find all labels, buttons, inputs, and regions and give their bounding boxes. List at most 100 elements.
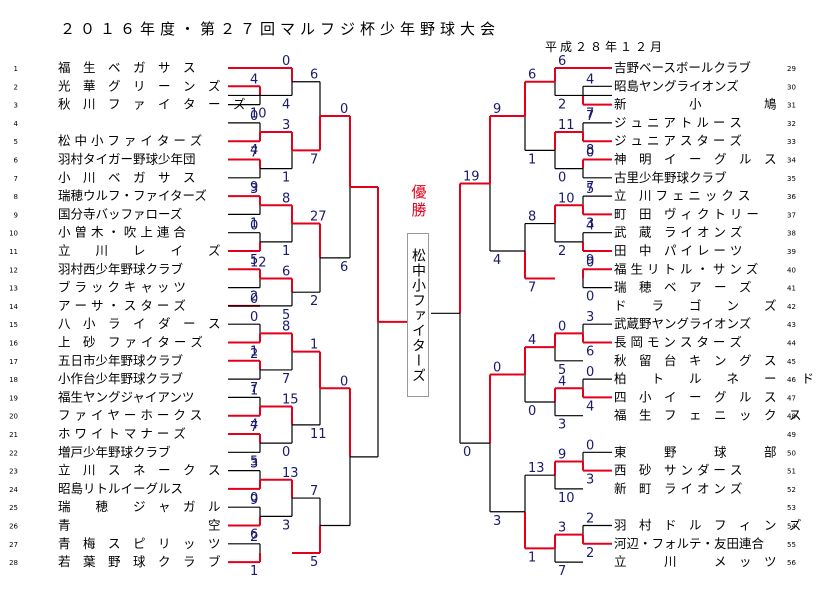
score: 6 — [310, 68, 318, 83]
score: 0 — [586, 146, 594, 161]
team-number: 39 — [787, 248, 796, 256]
team-name: 福 生 フ ェ ニ ッ ク ス — [614, 408, 802, 423]
champion-team: 松中小ファイターズ — [410, 247, 426, 383]
team-number: 7 — [14, 175, 18, 183]
team-name: 立 川 フ ェ ニ ッ ク ス — [614, 188, 750, 203]
score: 5 — [282, 308, 290, 323]
date-subtitle: 平成２８年１２月 — [545, 40, 666, 54]
team-number: 42 — [787, 303, 796, 311]
team-number: 35 — [787, 175, 796, 183]
team-number: 22 — [9, 449, 18, 457]
score: 6 — [250, 528, 258, 543]
team-number: 55 — [787, 541, 796, 549]
score: 7 — [310, 484, 318, 499]
team-name: 福 生 ベ ガ サ ス — [58, 60, 196, 75]
team-name: 上 砂 フ ァ イ タ ー ズ — [58, 335, 203, 350]
team-name: 小作台少年野球クラブ — [58, 371, 184, 386]
score: 8 — [282, 319, 290, 334]
score: 3 — [586, 310, 594, 325]
score: 27 — [310, 210, 327, 225]
team-name: 青 梅 ス ピ リ ッ ツ — [58, 536, 221, 551]
score: 5 — [310, 555, 318, 570]
score: 13 — [282, 466, 299, 481]
score: 3 — [250, 457, 258, 472]
team-number: 49 — [787, 431, 796, 439]
score: 9 — [558, 447, 566, 462]
team-name: 西 砂 サ ン ダ ー ス — [614, 463, 742, 478]
score: 7 — [250, 420, 258, 435]
team-name: 瑞 穂 ジ ャ ガ ル — [58, 499, 221, 514]
team-number: 32 — [787, 120, 796, 128]
team-number: 6 — [14, 157, 19, 165]
team-number: 53 — [787, 504, 796, 512]
score: 3 — [282, 118, 290, 133]
team-name: 吉野ベースボールクラブ — [614, 60, 751, 75]
team-name: 柏 ト ル ネ ー ド — [614, 371, 814, 386]
team-number: 8 — [14, 193, 18, 201]
team-number: 12 — [9, 266, 18, 274]
score: 7 — [250, 146, 258, 161]
team-name: 東 野 球 部 — [614, 444, 777, 459]
team-number: 37 — [787, 211, 796, 219]
team-name: 増戸少年野球クラブ — [58, 444, 171, 459]
team-number: 56 — [787, 559, 796, 567]
team-number: 54 — [787, 523, 796, 531]
score: 1 — [282, 171, 290, 186]
team-name: 秋 留 台 キ ン グ ス — [614, 353, 777, 368]
team-number: 48 — [787, 413, 796, 421]
team-name: 町 田 ヴ ィ ク ト リ ー — [614, 206, 759, 221]
score: 4 — [586, 72, 594, 87]
score: 6 — [282, 264, 290, 279]
team-name: 長 岡 モ ン ス タ ー ズ — [614, 335, 742, 350]
score: 3 — [586, 216, 594, 231]
score: 8 — [282, 191, 290, 206]
team-number: 21 — [9, 431, 18, 439]
team-name: 羽 村 ド ル フ ィ ン ズ — [614, 518, 802, 533]
team-name: 羽村西少年野球クラブ — [58, 261, 184, 276]
score: 7 — [282, 372, 290, 387]
score: 7 — [558, 564, 566, 579]
team-name: フ ァ イ ヤ ー ホ ー ク ス — [58, 408, 202, 423]
team-name: 青 空 — [58, 518, 221, 533]
score: 5 — [586, 182, 594, 197]
score: 2 — [586, 512, 594, 527]
score: 1 — [250, 564, 258, 579]
team-name: 八 小 ラ イ ダ ー ス — [58, 316, 221, 331]
score: 0 — [250, 491, 258, 506]
team-name: 田 中 パ イ レ ー ツ — [614, 243, 742, 258]
team-number: 11 — [9, 248, 18, 256]
team-number: 47 — [787, 394, 796, 402]
score: 5 — [250, 454, 258, 469]
team-number: 45 — [787, 358, 796, 366]
team-number: 26 — [9, 523, 18, 531]
team-name: 光 華 グ リ ー ン ズ — [58, 78, 221, 93]
score: 15 — [282, 393, 299, 408]
score: 0 — [250, 292, 258, 307]
page-title: ２０１６年度・第２７回マルフジ杯少年野球大会 — [60, 20, 501, 38]
score: 9 — [586, 253, 594, 268]
score: 2 — [586, 546, 594, 561]
score: 3 — [558, 521, 566, 536]
team-number: 31 — [787, 102, 796, 110]
score: 3 — [282, 518, 290, 533]
team-name: ア ー サ ・ ス タ ー ズ — [58, 298, 186, 313]
score: 6 — [528, 68, 536, 83]
team-number: 51 — [787, 468, 796, 476]
score: 19 — [463, 170, 480, 185]
score: 3 — [250, 182, 258, 197]
team-number: 23 — [9, 468, 18, 476]
team-number: 29 — [787, 65, 796, 73]
team-name: 神 明 イ ー グ ル ス — [614, 152, 777, 167]
score: 0 — [586, 255, 594, 270]
score: 7 — [586, 107, 594, 122]
team-number: 44 — [787, 340, 796, 348]
score: 2 — [250, 347, 258, 362]
score: 6 — [586, 345, 594, 360]
score: 0 — [340, 374, 348, 389]
team-name: ホ ワ イ ト マ ナ ー ズ — [58, 426, 186, 441]
score: 4 — [250, 143, 258, 158]
team-name: 若 葉 野 球 ク ラ ブ — [58, 554, 221, 569]
team-number: 28 — [9, 559, 18, 567]
score: 13 — [528, 461, 545, 476]
team-name: 羽村タイガー野球少年団 — [58, 152, 196, 167]
